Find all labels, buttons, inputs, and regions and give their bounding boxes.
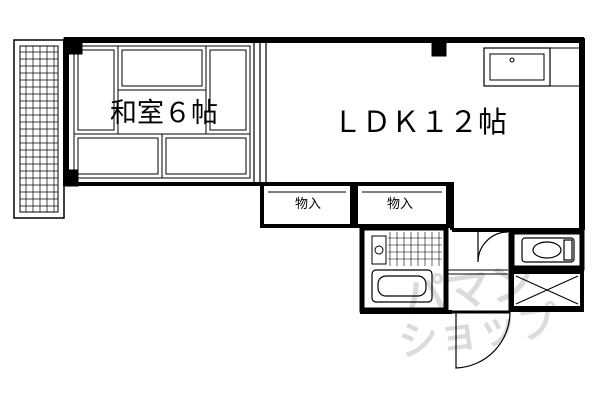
toilet-icon	[521, 237, 575, 263]
closet-2: 物入	[354, 182, 450, 228]
washbasin-icon	[371, 235, 387, 265]
kitchen-sink-icon	[483, 47, 581, 87]
closet-1-label: 物入	[295, 197, 321, 212]
front-door-icon	[455, 311, 511, 369]
washitsu-label: 和室６帖	[110, 98, 218, 129]
balcony	[13, 39, 65, 219]
closet-2-label: 物入	[387, 197, 413, 212]
closet-1: 物入	[260, 182, 354, 228]
door-swing-icon	[477, 231, 509, 263]
outer-walls	[63, 37, 585, 230]
washitsu-room: 和室６帖	[73, 42, 267, 184]
ldk-label: ＬＤＫ１２帖	[333, 105, 507, 139]
toilet-room	[509, 229, 585, 271]
tatami-mats	[73, 45, 251, 179]
bathtub-icon	[371, 269, 433, 303]
entrance	[360, 230, 584, 369]
